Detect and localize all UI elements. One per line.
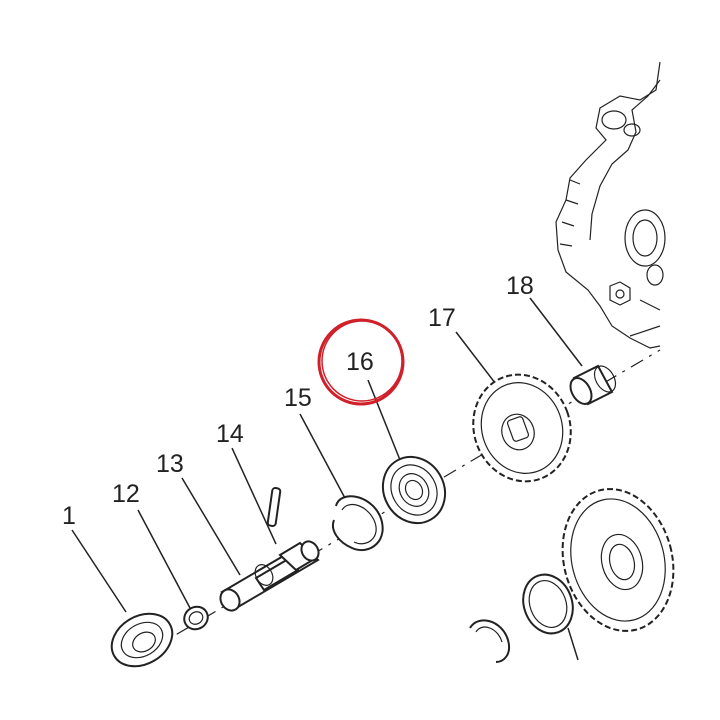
callout-16: 16 [346, 348, 374, 376]
callout-14: 14 [216, 420, 244, 448]
part-1-seal [110, 612, 174, 668]
part-13-shaft [219, 540, 320, 612]
part-18-needle-bearing [569, 364, 617, 406]
callout-13: 13 [156, 450, 184, 478]
callout-15: 15 [284, 384, 312, 412]
callout-18: 18 [506, 272, 534, 300]
part-12-o-ring [183, 605, 209, 631]
lower-washer [522, 573, 574, 635]
part-17-gear[interactable] [458, 361, 585, 495]
highlight-circle [317, 318, 405, 406]
part-16-bearing [381, 455, 447, 525]
callout-17: 17 [428, 304, 456, 332]
lower-circlip [469, 619, 510, 663]
leader-lines [71, 297, 583, 661]
large-gear [561, 488, 675, 632]
engine-case [555, 61, 666, 349]
part-15-circlip [332, 495, 384, 551]
part-14-pin [266, 487, 282, 527]
callout-1: 1 [62, 502, 76, 530]
highlight-circle-inner-stroke [321, 320, 403, 402]
callout-12: 12 [112, 480, 140, 508]
